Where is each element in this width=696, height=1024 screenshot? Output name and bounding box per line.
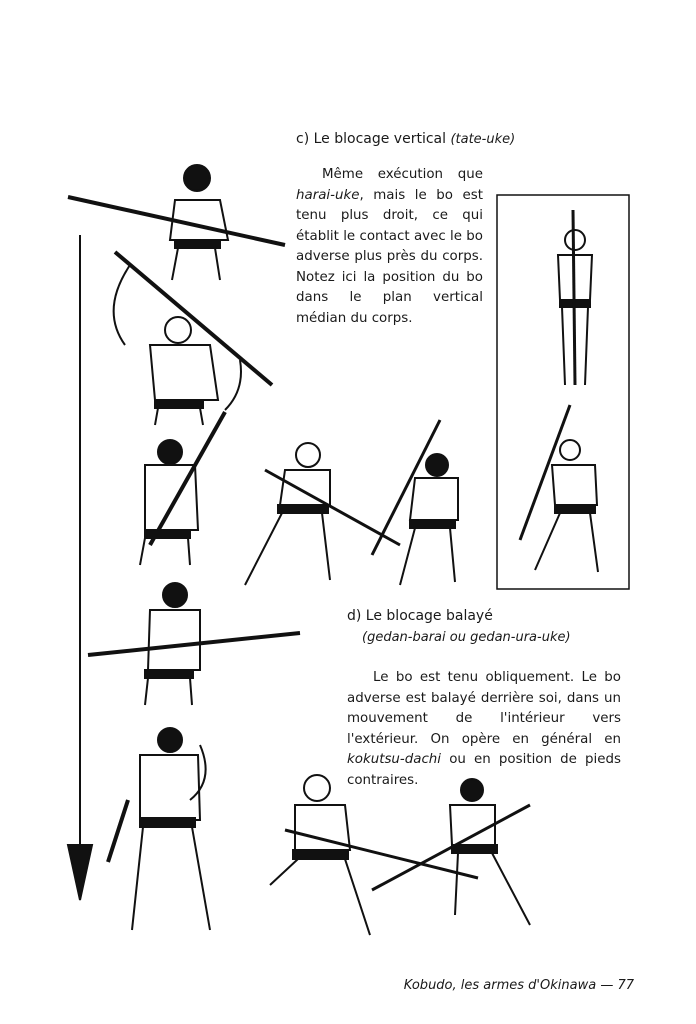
page-footer: Kobudo, les armes d'Okinawa — 77 <box>404 978 634 993</box>
pair-figures-c <box>244 419 459 586</box>
framed-panel <box>496 194 630 590</box>
section-d-title: d) Le blocage balayé <box>347 608 493 624</box>
section-c-heading: c) Le blocage vertical (tate-uke) <box>296 131 515 147</box>
figure-3 <box>139 411 227 566</box>
para-text: ou en position de pieds contraires. <box>347 752 621 788</box>
pair-figures-d <box>269 774 531 936</box>
para-text: Même exécution que <box>322 167 483 182</box>
figure-2 <box>112 250 274 426</box>
footer-separator: — <box>600 978 614 993</box>
section-c-paragraph: Même exécution que harai-uke, mais le bo… <box>296 165 483 329</box>
para-text: Le bo est tenu obliquement. Le bo advers… <box>347 670 621 747</box>
figure-1 <box>67 164 286 281</box>
section-d-paragraph: Le bo est tenu obliquement. Le bo advers… <box>347 668 621 791</box>
section-d-subtitle: (gedan-barai ou gedan-ura-uke) <box>362 630 571 645</box>
para-term: harai-uke <box>296 187 360 203</box>
para-term: kokutsu-dachi <box>347 752 442 767</box>
sequence-arrow-icon <box>66 235 94 901</box>
section-c-term: (tate-uke) <box>450 132 516 147</box>
figure-5 <box>106 727 211 931</box>
page-number: 77 <box>617 978 634 993</box>
section-c-title: c) Le blocage vertical <box>296 131 446 147</box>
book-title: Kobudo, les armes d'Okinawa <box>403 978 597 993</box>
figure-4 <box>87 582 301 706</box>
para-text: , mais le bo est tenu plus droit, ce qui… <box>296 187 483 326</box>
